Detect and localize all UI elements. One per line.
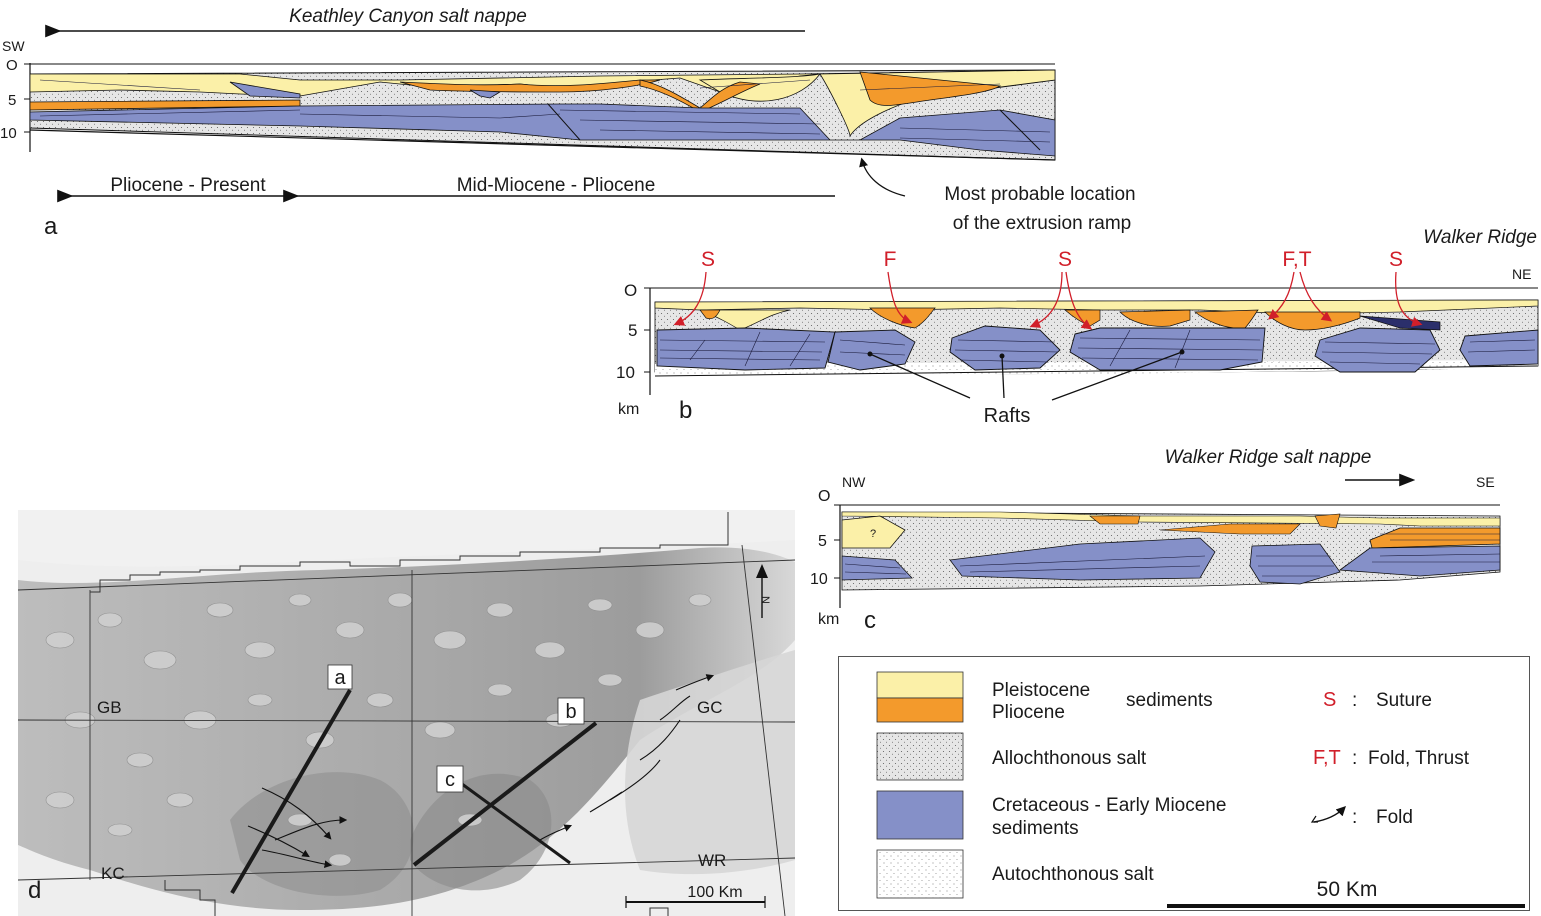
- legend-ft-key: F,T: [1313, 747, 1341, 769]
- legend-ft-colon: :: [1352, 748, 1357, 769]
- panel-letter-c: c: [864, 607, 876, 634]
- section-c-title: Walker Ridge salt nappe: [1165, 447, 1372, 468]
- legend-fold-desc: Fold: [1376, 807, 1413, 828]
- map-area-gb: GB: [97, 698, 122, 717]
- map-line-c: [461, 782, 571, 865]
- section-b-title: Walker Ridge: [1423, 227, 1537, 248]
- legend-sediments: sediments: [1126, 690, 1213, 711]
- marker-s-3: S: [1389, 248, 1403, 271]
- raft-3: [949, 325, 1061, 371]
- section-a-age-left: Pliocene - Present: [110, 175, 266, 196]
- section-b-depth-5: 5: [628, 321, 637, 340]
- section-a-annotation-line1: Most probable location: [944, 184, 1135, 205]
- section-a-pliocene: [399, 79, 661, 93]
- marker-s-1: S: [701, 248, 715, 271]
- north-arrow-icon: N: [756, 564, 771, 618]
- marker-f: F: [884, 248, 897, 271]
- section-a-age-right: Mid-Miocene - Pliocene: [457, 175, 656, 196]
- legend-pleistocene: Pleistocene: [992, 680, 1090, 701]
- legend-ft-desc: Fold, Thrust: [1368, 748, 1470, 769]
- raft-5: [1314, 327, 1441, 373]
- rafts-label: Rafts: [984, 405, 1031, 427]
- legend-s-desc: Suture: [1376, 690, 1432, 711]
- section-a-sw-label: SW: [2, 38, 25, 54]
- section-c-nw-label: NW: [842, 474, 866, 490]
- map-label-a: a: [334, 667, 346, 689]
- legend-cretaceous-line2: sediments: [992, 818, 1079, 839]
- panel-letter-d: d: [28, 877, 41, 904]
- map-area-gc: GC: [697, 698, 723, 717]
- extrusion-ramp-arrow: [859, 157, 906, 197]
- legend-allochthonous: Allochthonous salt: [992, 748, 1147, 769]
- section-b-depth-10: 10: [616, 363, 635, 382]
- raft-6: [1459, 329, 1539, 367]
- section-c-question: ?: [870, 528, 876, 540]
- section-c-depth-0: O: [818, 488, 830, 505]
- panel-letter-b: b: [679, 397, 692, 424]
- raft-2: [827, 329, 916, 371]
- section-b: Walker Ridge NE O 5 10 km b: [616, 227, 1539, 427]
- legend-swatch-allochthonous: [876, 732, 964, 781]
- legend-swatch-pliocene: [876, 697, 964, 723]
- map-relief: [18, 547, 795, 910]
- legend-s-colon: :: [1352, 690, 1357, 711]
- section-c-depth-5: 5: [818, 533, 827, 550]
- marker-s-2: S: [1058, 248, 1072, 271]
- section-a: Keathley Canyon salt nappe SW O 5 10: [0, 6, 1136, 240]
- section-a-depth-5: 5: [8, 92, 16, 109]
- section-c: Walker Ridge salt nappe NW SE O 5 10 km …: [810, 447, 1501, 634]
- map-label-c: c: [445, 769, 455, 791]
- marker-ft: F,T: [1282, 248, 1311, 271]
- legend-swatch-cretaceous: [876, 790, 964, 840]
- legend-pliocene: Pliocene: [992, 702, 1065, 723]
- legend-s-key: S: [1323, 689, 1336, 711]
- legend-scale-label: 50 Km: [1317, 878, 1378, 901]
- section-a-annotation-line2: of the extrusion ramp: [953, 213, 1131, 234]
- section-a-depth-10: 10: [0, 125, 17, 142]
- legend-fold-icon: [1313, 806, 1346, 823]
- section-b-unit: km: [618, 401, 639, 418]
- section-c-unit: km: [818, 611, 839, 628]
- section-b-ne-label: NE: [1512, 266, 1531, 282]
- legend-swatch-pleistocene: [876, 671, 964, 699]
- legend-swatch-autochthonous: [876, 849, 964, 899]
- section-a-depth-0: O: [6, 57, 18, 74]
- section-c-depth-10: 10: [810, 571, 828, 588]
- panel-letter-a: a: [44, 213, 58, 240]
- map-label-b: b: [565, 701, 576, 723]
- map-panel: a b c GB GC KC WR d N 100 Km: [17, 510, 796, 916]
- map-area-kc: KC: [101, 864, 125, 883]
- section-b-depth-0: O: [624, 281, 637, 300]
- map-area-wr: WR: [698, 851, 726, 870]
- section-a-title: Keathley Canyon salt nappe: [289, 6, 527, 27]
- map-line-b: [412, 721, 598, 867]
- map-line-a: [230, 688, 352, 895]
- north-label: N: [759, 596, 771, 604]
- legend-cretaceous-line1: Cretaceous - Early Miocene: [992, 795, 1226, 816]
- section-c-se-label: SE: [1476, 474, 1495, 490]
- legend-fold-colon: :: [1352, 807, 1357, 828]
- legend-autochthonous: Autochthonous salt: [992, 864, 1154, 885]
- map-scale-label: 100 Km: [687, 884, 742, 901]
